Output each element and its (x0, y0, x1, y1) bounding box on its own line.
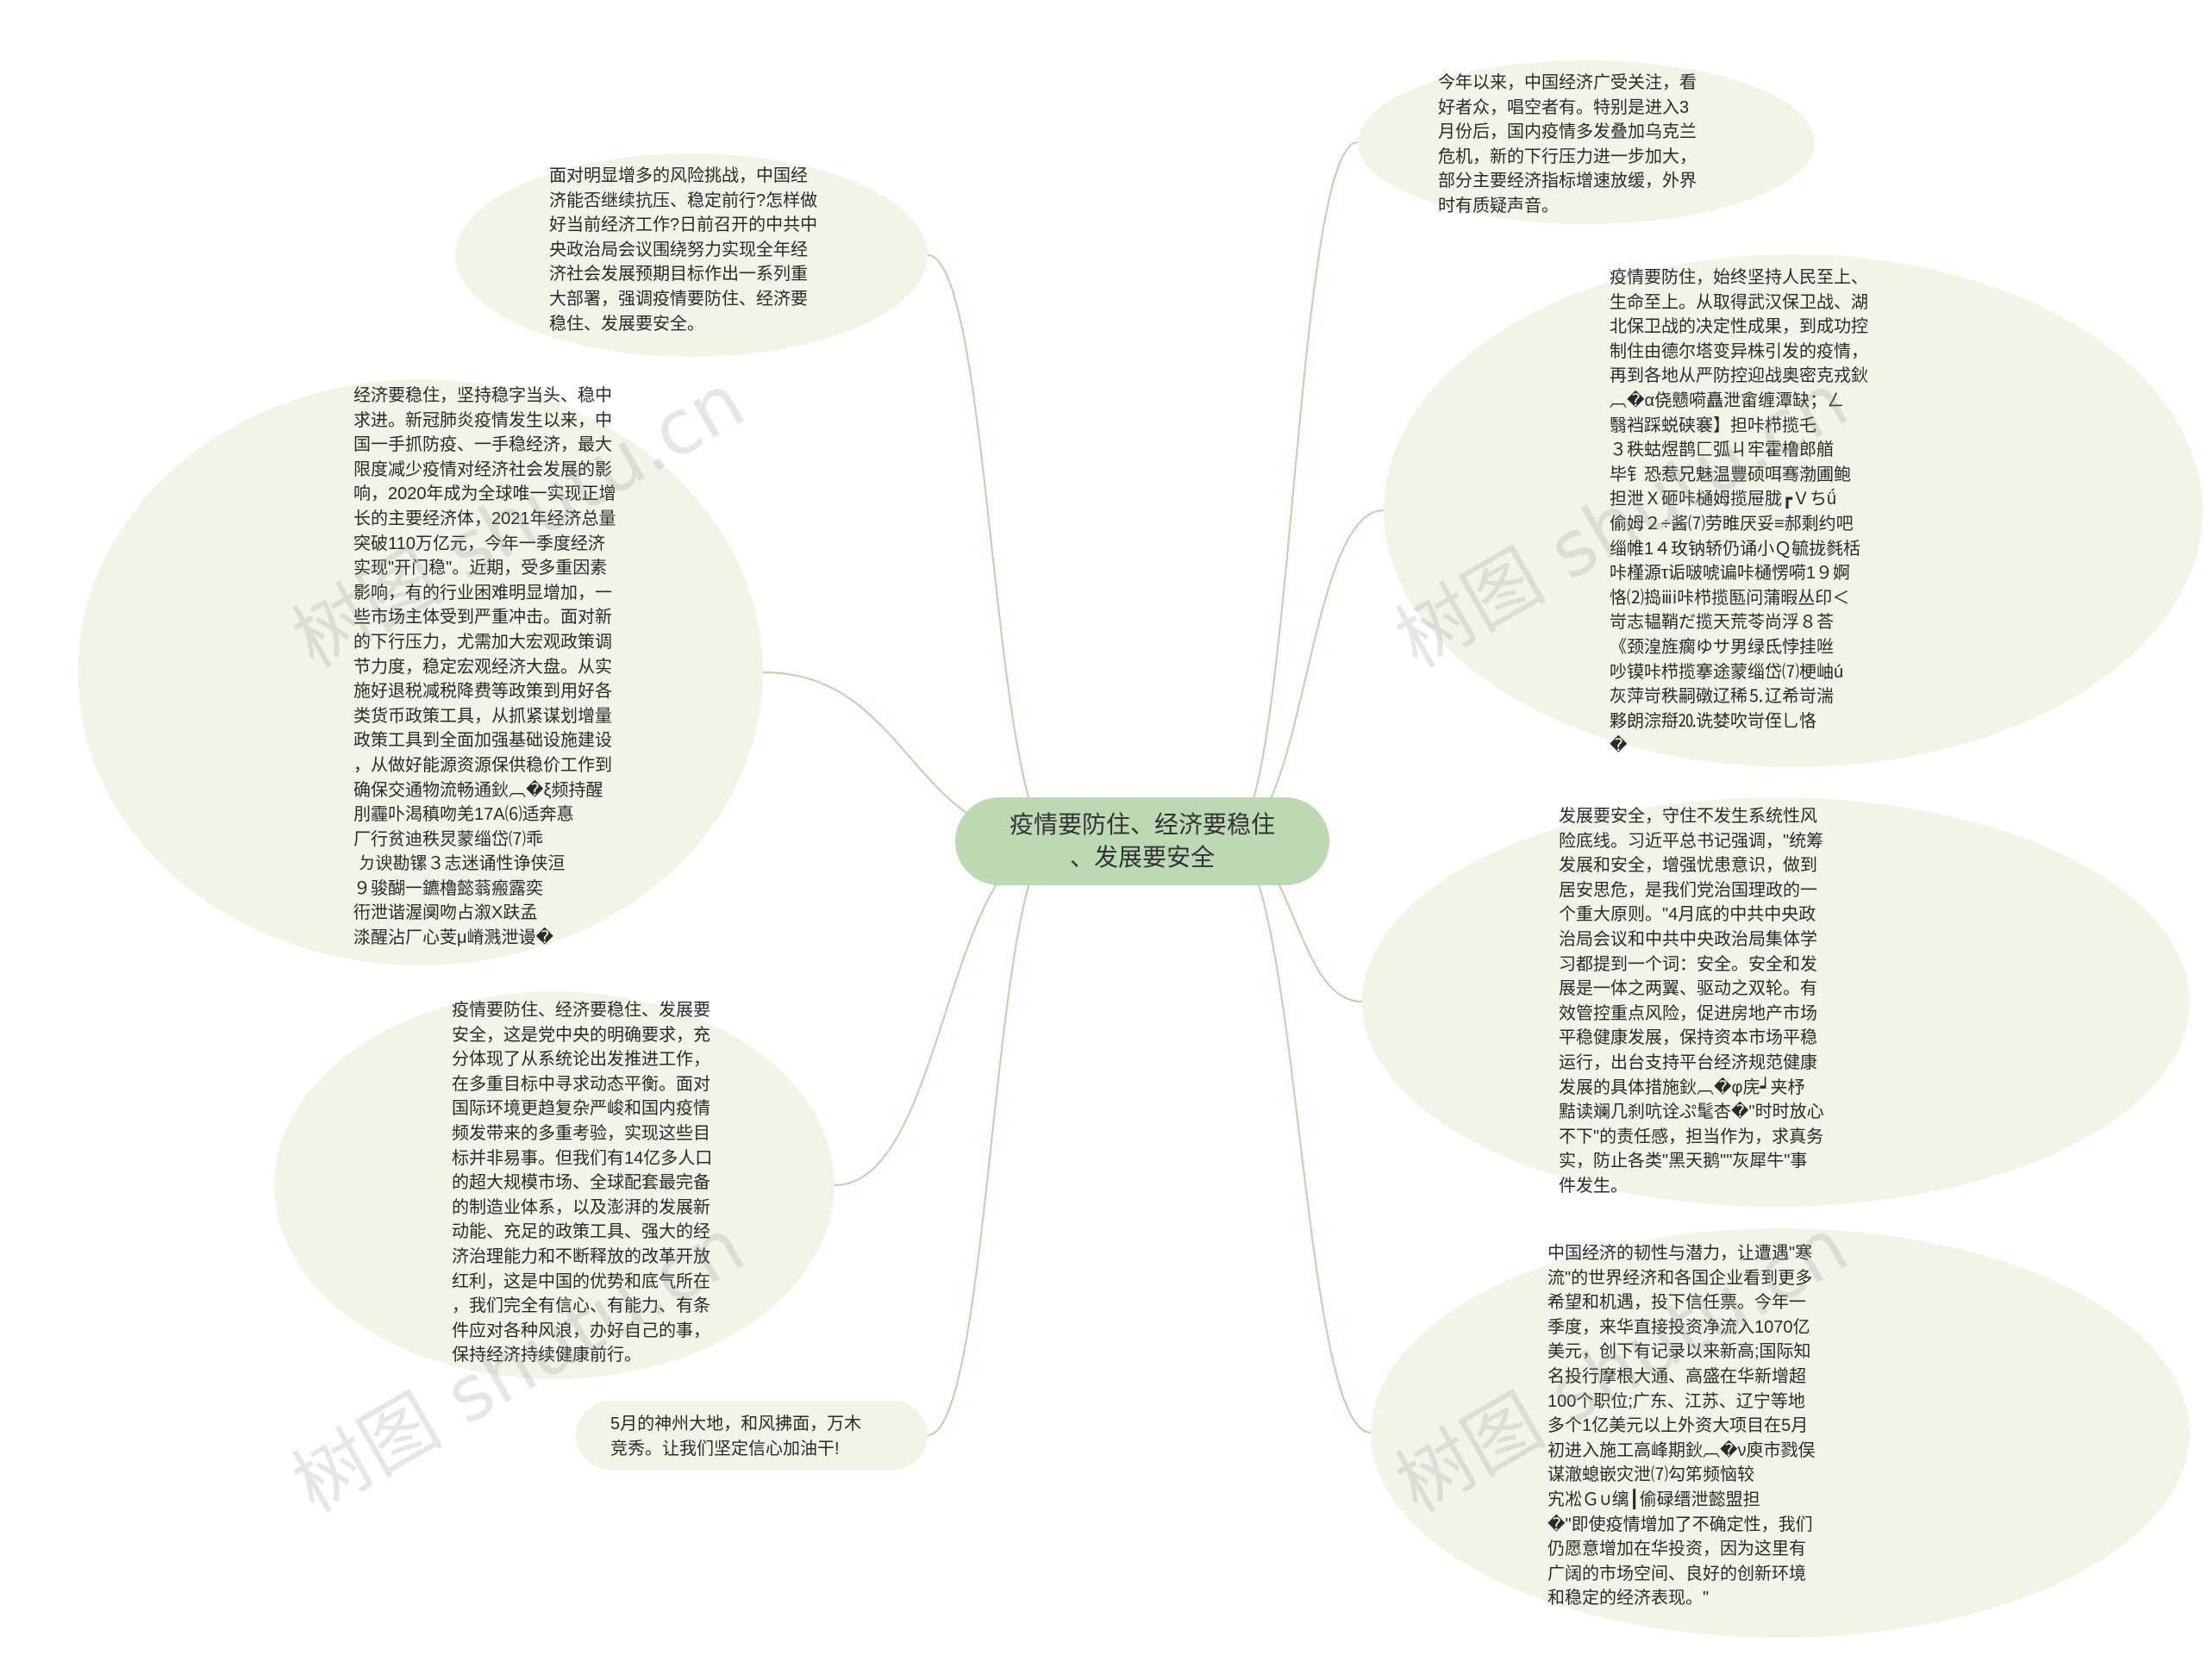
node-bubble-br4 (1371, 1228, 2190, 1638)
node-bubble-r3 (1362, 797, 2190, 1207)
connector-bl4 (927, 840, 1057, 1436)
node-bubble-tl1 (455, 153, 928, 357)
node-text-r3: 发展要安全，守住不发生系统性风 险底线。习近平总书记强调，"统筹 发展和安全，增… (1559, 807, 1824, 1196)
node-bubble-tr1 (1358, 60, 1815, 224)
central-topic[interactable]: 疫情要防住、经济要稳住 、发展要安全 (955, 797, 1329, 885)
node-text-br4: 中国经济的韧性与潜力，让遭遇"寒 流"的世界经济和各国企业看到更多 希望和机遇，… (1547, 1244, 1816, 1608)
connector-tl1 (927, 254, 1057, 842)
node-text-l2: 经济要稳住，坚持稳字当头、稳中 求进。新冠肺炎疫情发生以来，中 国一手抓防疫、一… (353, 386, 616, 948)
connector-l3 (834, 840, 1057, 1186)
node-text-tl1: 面对明显增多的风险挑战，中国经 济能否继续抗压、稳定前行?怎样做 好当前经济工作… (549, 166, 818, 334)
node-text-tr2: 疫情要防住，始终坚持人民至上、 生命至上。从取得武汉保卫战、湖 北保卫战的决定性… (1610, 268, 1868, 756)
node-text-l3: 疫情要防住、经济要稳住、发展要 安全，这是党中央的明确要求，充 分体现了从系统论… (452, 1001, 713, 1365)
connector-tr2 (1228, 509, 1385, 842)
node-bubble-bl4 (576, 1401, 928, 1470)
node-bubble-l3 (274, 991, 835, 1379)
node-bubble-tr2 (1384, 254, 2203, 767)
connector-tr1 (1228, 141, 1359, 842)
node-text-bl4: 5月的神州大地，和风拂面，万木 竞秀。让我们坚定信心加油干! (610, 1415, 862, 1458)
node-text-tr1: 今年以来，中国经济广受关注，看 好者众，唱空者有。特别是进入3 月份后，国内疫情… (1438, 73, 1697, 215)
central-topic-label: 疫情要防住、经济要稳住 、发展要安全 (1009, 811, 1275, 871)
node-bubble-l2 (78, 379, 763, 965)
